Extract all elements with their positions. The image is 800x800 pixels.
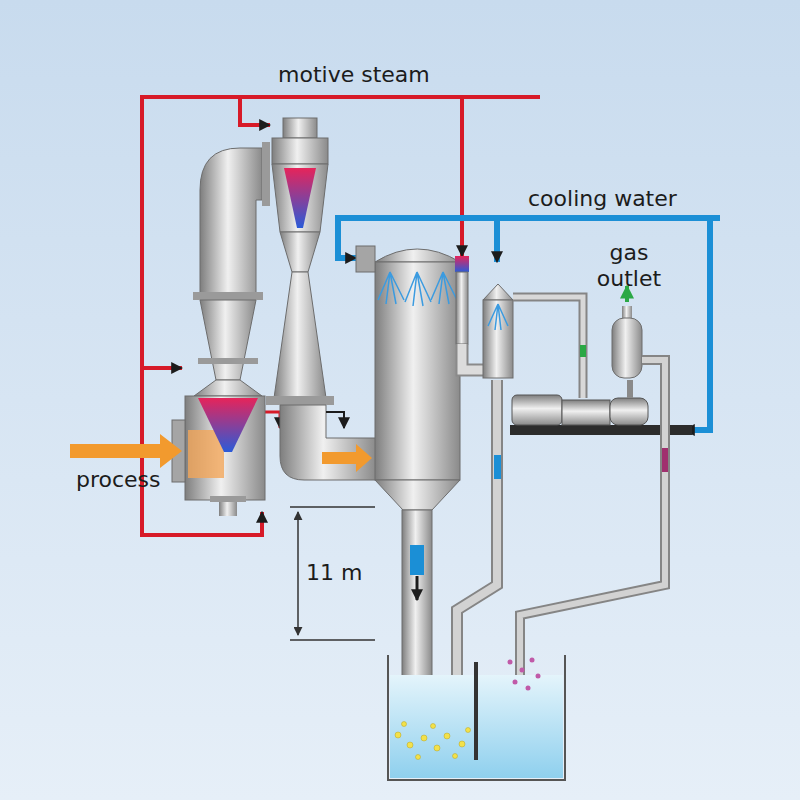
ejector-head	[272, 138, 328, 164]
bubble	[402, 722, 407, 727]
bubble	[536, 674, 541, 679]
bubbles	[395, 722, 471, 760]
pump-casing	[610, 398, 648, 425]
bubbles	[508, 658, 541, 691]
tank-divider	[474, 662, 478, 760]
bubble	[459, 741, 465, 747]
steam-line	[240, 97, 270, 125]
drain-line	[326, 412, 344, 428]
flange	[210, 496, 246, 502]
water-spray	[488, 304, 508, 330]
flange	[356, 246, 375, 272]
spray-jet	[378, 272, 404, 304]
drain-leg	[520, 360, 665, 700]
mixing-cone	[272, 164, 328, 232]
mixing-chamber	[185, 396, 265, 500]
steam-line	[142, 366, 182, 370]
steam-line	[142, 97, 540, 535]
pipe	[513, 297, 583, 398]
pump	[562, 400, 610, 425]
steam-nozzle	[284, 168, 316, 228]
dimension-label: 11 m	[306, 560, 376, 586]
bubble	[407, 742, 413, 748]
spray-jet	[405, 272, 431, 306]
bubble	[466, 728, 471, 733]
flange	[262, 142, 270, 206]
steam-inlet	[283, 118, 317, 138]
condenser-dome	[375, 249, 460, 262]
gas-label: gas outlet	[592, 240, 666, 293]
flange	[193, 292, 263, 300]
pipe	[462, 344, 485, 370]
bubble	[513, 680, 518, 685]
condenser-cone	[375, 480, 460, 510]
process-arrow	[70, 434, 182, 468]
after-condenser	[483, 300, 513, 378]
ejector-pipe	[456, 272, 468, 344]
flow-arrow	[416, 576, 419, 600]
flow-arrow	[322, 444, 372, 472]
ejector-elbow	[280, 405, 376, 480]
spray-jet	[431, 272, 457, 304]
steam-label: motive steam	[278, 62, 458, 88]
bubble	[444, 733, 450, 739]
water-spray	[378, 272, 457, 306]
water-label: cooling water	[528, 186, 708, 212]
bubble	[395, 732, 401, 738]
steam-line	[460, 97, 464, 256]
tank	[388, 655, 565, 780]
bubble	[434, 745, 440, 751]
process-label: process	[76, 467, 186, 493]
condenser-vessel	[375, 262, 460, 480]
separator	[612, 318, 642, 378]
cooling-line	[494, 218, 500, 262]
bubble	[416, 755, 421, 760]
bubble	[431, 724, 436, 729]
pump-motor	[512, 395, 562, 425]
diffuser	[194, 380, 262, 396]
flange	[266, 396, 334, 405]
water-mark	[410, 545, 424, 575]
condenser-dome	[483, 284, 513, 300]
pipe	[462, 344, 485, 370]
steam-nozzle	[198, 398, 258, 452]
dimension-line	[290, 507, 375, 640]
valve-mark	[580, 345, 586, 357]
steam-nozzle	[455, 256, 469, 272]
bubble	[508, 660, 513, 665]
diffuser	[200, 300, 256, 380]
flange	[198, 358, 258, 364]
nozzle-stem	[219, 500, 237, 516]
throat	[280, 232, 320, 272]
bubble	[421, 735, 427, 741]
dimension-arrow	[297, 512, 299, 635]
drain-leg	[520, 360, 665, 700]
water-mark	[494, 455, 501, 479]
bubble	[526, 686, 531, 691]
bubble	[530, 658, 535, 663]
bubble	[453, 754, 458, 759]
pipe	[513, 297, 583, 398]
liquid-mark	[662, 448, 668, 472]
bubble	[520, 668, 525, 673]
cooling-line	[684, 218, 710, 430]
ejector-elbow	[200, 148, 262, 300]
pipe	[627, 380, 633, 398]
diffuser	[274, 272, 326, 398]
